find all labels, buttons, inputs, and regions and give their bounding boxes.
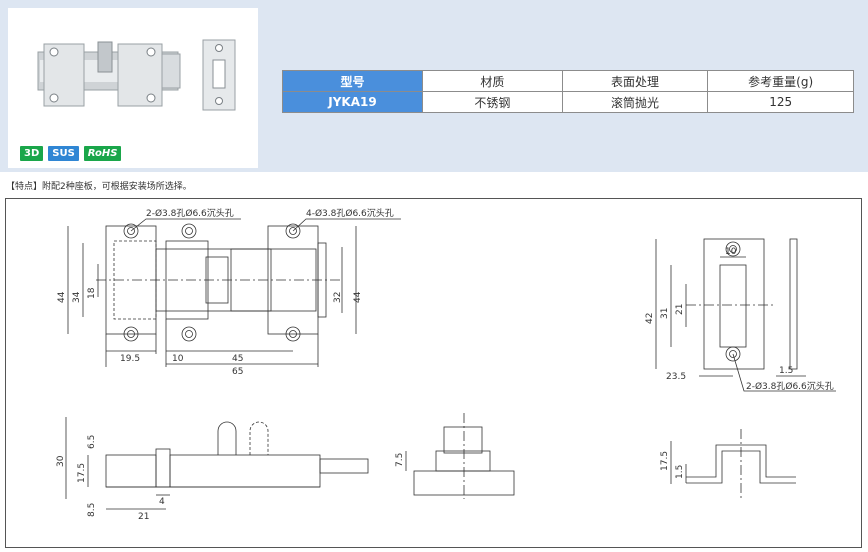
side-body [169,454,321,488]
dim-45: 45 [232,354,243,364]
spec-header-row: 型号 材质 表面处理 参考重量(g) [281,70,854,92]
dim-44-right: 44 [353,291,363,303]
hole-icon [729,245,737,253]
spec-data-row: JYKA19 不锈钢 滚筒抛光 125 [281,91,854,113]
dim-19-5: 19.5 [120,354,140,364]
hole-icon [725,346,741,362]
hole-icon [285,223,301,239]
hole-icon [729,350,737,358]
dim-32: 32 [333,292,343,303]
dim-10: 10 [172,354,184,364]
hole-label-right: 4-Ø3.8孔Ø6.6沉头孔 [306,208,394,219]
header-material: 材质 [422,70,563,92]
plate-dim-10: 10 [725,247,737,257]
product-photo-card: 3D SUS RoHS [8,8,258,168]
hole-icon [127,227,135,235]
end-body [435,450,491,472]
bracket-dim-1-5: 1.5 [675,465,685,479]
dim-34: 34 [72,291,82,303]
header-weight: 参考重量(g) [707,70,854,92]
plate-dim-23-5: 23.5 [666,372,686,382]
cell-weight: 125 [707,91,854,113]
hole-icon [181,223,197,239]
feature-text: 【特点】附配2种座板，可根据安装场所选择。 [6,182,192,192]
hole-icon [289,330,297,338]
strike-side [789,238,798,370]
dim-18: 18 [87,287,97,299]
spec-table: 型号 材质 表面处理 参考重量(g) JYKA19 不锈钢 滚筒抛光 125 [281,70,854,113]
side-dim-6-5: 6.5 [87,435,97,449]
plate-dim-1-5: 1.5 [779,366,793,376]
hole-label-plate: 2-Ø3.8孔Ø6.6沉头孔 [746,381,834,392]
technical-drawing: 2-Ø3.8孔Ø6.6沉头孔 4-Ø3.8孔Ø6.6沉头孔 2-Ø3.8孔Ø6.… [5,198,862,548]
hole-icon [127,330,135,338]
side-dim-17-5: 17.5 [77,463,87,483]
header-model: 型号 [281,70,424,92]
leader-line [732,353,836,392]
product-photo [37,39,236,111]
end-knob [443,426,483,454]
strike-plate [703,238,765,370]
cell-material: 不锈钢 [422,91,563,113]
side-dim-8-5: 8.5 [87,503,97,517]
side-left-block [105,454,157,488]
dim-44-left: 44 [57,291,67,303]
top-right-plate [267,225,319,335]
side-dim-4: 4 [159,497,165,507]
bracket-dim-17-5: 17.5 [660,451,670,471]
badge-rohs: RoHS [83,146,122,161]
hole-icon [185,330,193,338]
hole-icon [181,326,197,342]
plate-dim-21: 21 [675,304,685,315]
badge-3d: 3D [20,146,44,161]
top-left-plate [105,225,157,335]
side-dim-30: 30 [56,455,66,467]
plate-dim-31: 31 [660,308,670,319]
hole-label-left: 2-Ø3.8孔Ø6.6沉头孔 [146,208,234,219]
strike-slot [719,264,747,348]
dim-65: 65 [232,367,243,377]
hole-icon [123,223,139,239]
cell-model: JYKA19 [281,91,424,113]
cell-surface: 滚筒抛光 [561,91,709,113]
side-knob-alt [249,421,269,455]
badge-row: 3D SUS RoHS [20,146,122,161]
header-surface: 表面处理 [561,70,709,92]
hole-icon [725,241,741,257]
hole-icon [185,227,193,235]
badge-sus: SUS [48,146,79,161]
bracket-profile [686,444,796,478]
leader-line [130,218,241,232]
hole-icon [123,326,139,342]
hole-icon [289,227,297,235]
product-header-panel: 3D SUS RoHS 型号 材质 表面处理 参考重量(g) JYKA19 不锈… [0,0,868,172]
drawing-canvas: 2-Ø3.8孔Ø6.6沉头孔 4-Ø3.8孔Ø6.6沉头孔 2-Ø3.8孔Ø6.… [56,208,836,522]
hole-icon [285,326,301,342]
side-dim-21: 21 [138,512,149,522]
end-dim-7-5: 7.5 [395,453,405,467]
leader-line [292,218,401,232]
side-bolt-rod [319,458,369,474]
side-knob-base [155,448,171,488]
plate-dim-42: 42 [645,313,655,324]
side-knob [217,421,237,455]
